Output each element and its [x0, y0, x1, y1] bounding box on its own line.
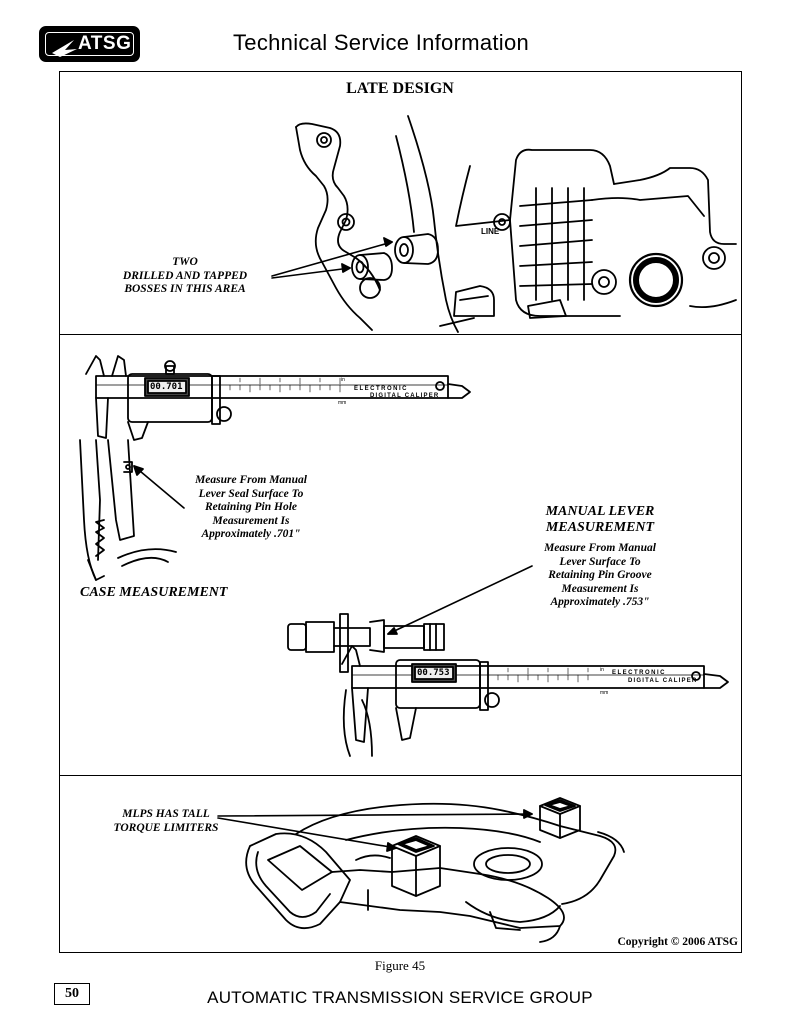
note-line: Lever Seal Surface To	[198, 487, 304, 500]
manual-lever-heading: MANUAL LEVER MEASUREMENT	[520, 504, 680, 536]
caliper-2-unit-mm: mm	[600, 690, 609, 696]
note-line: Measure From Manual	[544, 542, 656, 554]
manual-lever-note: Measure From Manual Lever Surface To Ret…	[522, 542, 678, 610]
note-line: Retaining Pin Hole	[204, 501, 297, 513]
logo-badge: ATSG	[45, 32, 134, 57]
mlps-drawing	[245, 797, 625, 943]
caliper-2-reading: 00.753	[417, 668, 450, 678]
case-measure-note: Measure From Manual Lever Seal Surface T…	[176, 474, 326, 542]
figure-caption: Figure 45	[374, 958, 426, 973]
callout-line: TWO	[172, 256, 198, 268]
late-design-title: LATE DESIGN	[346, 80, 454, 97]
caliper-1-reading: 00.701	[150, 382, 183, 392]
footer: AUTOMATIC TRANSMISSION SERVICE GROUP	[207, 988, 593, 1007]
page-number: 50	[54, 983, 90, 1005]
caliper-2-brand: ELECTRONIC	[612, 670, 666, 676]
caliper-1-model: DIGITAL CALIPER	[370, 393, 440, 399]
figure-frame	[59, 71, 742, 953]
note-line: Measurement Is	[212, 514, 290, 527]
note-line: Retaining Pin Groove	[548, 569, 652, 581]
note-line: Approximately .701"	[201, 528, 301, 540]
note-line: Measure From Manual	[195, 474, 307, 486]
caliper-1-unit-in: in	[341, 377, 345, 383]
panel-divider-1	[59, 334, 742, 335]
copyright: Copyright © 2006 ATSG	[617, 936, 738, 948]
heading-line: MEASUREMENT	[545, 520, 655, 535]
note-line: Approximately .753"	[550, 596, 650, 608]
bird-icon	[52, 40, 77, 57]
callout-line: BOSSES IN THIS AREA	[124, 283, 246, 295]
note-line: Measurement Is	[561, 582, 639, 595]
note-line: Lever Surface To	[559, 555, 641, 568]
line-label: LINE	[481, 227, 500, 236]
mlps-callout: MLPS HAS TALL TORQUE LIMITERS	[96, 808, 236, 835]
caliper-1-brand: ELECTRONIC	[354, 386, 408, 392]
page-title: Technical Service Information	[233, 30, 530, 55]
transmission-case-drawing	[295, 115, 737, 333]
bosses-callout: TWO DRILLED AND TAPPED BOSSES IN THIS AR…	[100, 256, 270, 297]
heading-line: MANUAL LEVER	[545, 504, 655, 519]
caliper-2-unit-in: in	[600, 667, 604, 673]
callout-line: TORQUE LIMITERS	[113, 821, 219, 834]
case-measurement-heading: CASE MEASUREMENT	[80, 585, 228, 600]
logo-text: ATSG	[78, 33, 132, 54]
caliper-2-model: DIGITAL CALIPER	[628, 678, 698, 684]
caliper-1-drawing	[79, 355, 471, 581]
atsg-logo: ATSG	[39, 26, 140, 62]
caliper-2-drawing	[287, 613, 729, 757]
panel-divider-2	[59, 775, 742, 776]
callout-line: MLPS HAS TALL	[122, 808, 210, 820]
callout-line: DRILLED AND TAPPED	[122, 269, 248, 282]
caliper-1-unit-mm: mm	[338, 400, 347, 406]
